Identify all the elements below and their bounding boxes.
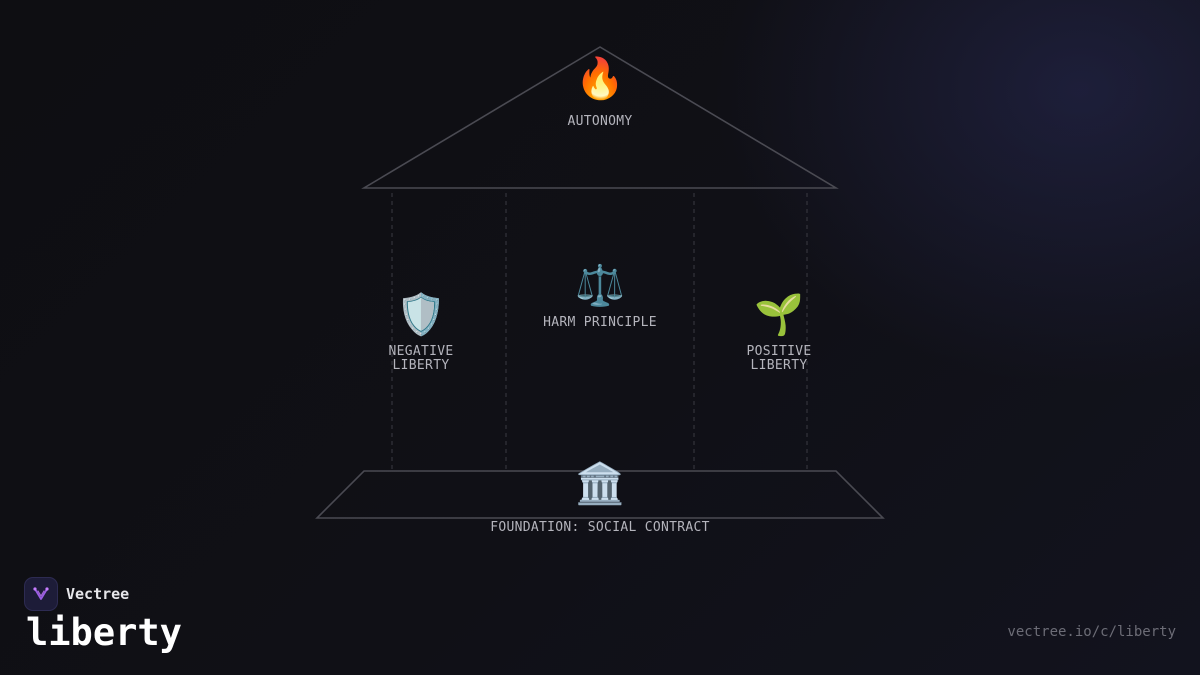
pillar-label: HARM PRINCIPLE [543,315,657,330]
shield-icon: 🛡️ [396,292,446,338]
brand-name: Vectree [66,585,130,603]
pillar-negative-liberty: 🛡️ NEGATIVE LIBERTY [388,291,453,373]
brand: Vectree [24,577,129,611]
roof-outline [361,46,839,189]
page-title: liberty [26,611,182,654]
vectree-logo-icon [24,577,58,611]
pillar-harm-principle: ⚖️ HARM PRINCIPLE [543,262,657,330]
pillar-label: POSITIVE LIBERTY [746,344,812,373]
roof-node: 🔥 AUTONOMY [567,55,632,129]
seedling-icon: 🌱 [754,292,804,338]
pillar-positive-liberty: 🌱 POSITIVE LIBERTY [746,291,811,373]
classical-building-icon: 🏛️ [575,461,625,507]
foundation-outline [315,470,885,519]
fire-icon: 🔥 [575,56,625,102]
roof-label: AUTONOMY [567,114,633,129]
page-url[interactable]: vectree.io/c/liberty [1007,624,1176,640]
scales-icon: ⚖️ [575,263,625,309]
pillar-label: NEGATIVE LIBERTY [388,344,454,373]
foundation-node: 🏛️ FOUNDATION: SOCIAL CONTRACT [490,460,709,535]
foundation-label: FOUNDATION: SOCIAL CONTRACT [490,520,710,535]
